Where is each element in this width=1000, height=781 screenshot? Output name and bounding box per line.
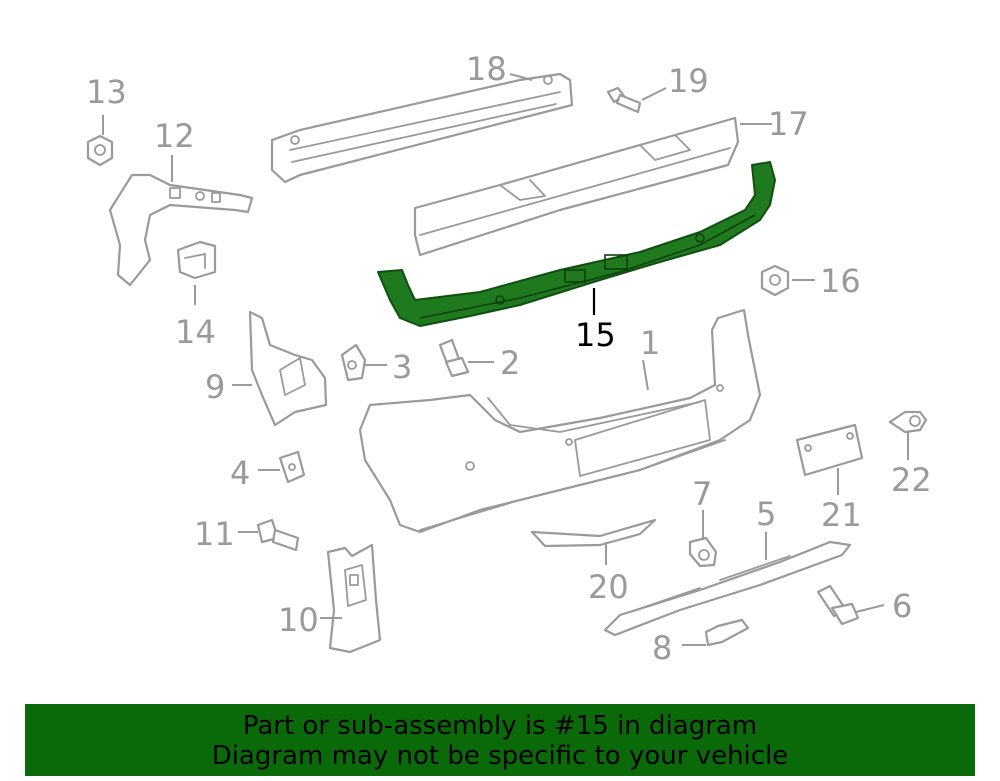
callout-22: 22 xyxy=(891,461,932,499)
part-12-side-bracket[interactable] xyxy=(108,173,254,287)
callout-19: 19 xyxy=(668,62,709,100)
callout-12: 12 xyxy=(154,117,195,155)
part-7-clip[interactable] xyxy=(688,536,718,568)
part-17-energy-absorber[interactable] xyxy=(413,116,740,257)
callout-18: 18 xyxy=(466,50,507,88)
callout-17: 17 xyxy=(768,105,809,143)
part-14-clip[interactable] xyxy=(176,240,217,280)
part-19-bolt[interactable] xyxy=(606,86,642,114)
callout-10: 10 xyxy=(278,601,319,639)
banner-line-2: Diagram may not be specific to your vehi… xyxy=(211,741,789,771)
part-21-plate-bracket[interactable] xyxy=(795,423,864,477)
callout-2: 2 xyxy=(500,344,520,382)
part-20-trim-strip[interactable] xyxy=(530,518,657,548)
part-10-lower-bracket[interactable] xyxy=(326,543,382,654)
parts-diagram: 1 2 3 4 5 6 7 8 9 10 11 12 13 14 15 16 1… xyxy=(86,50,932,667)
callout-8: 8 xyxy=(652,629,672,667)
callout-15: 15 xyxy=(575,316,616,354)
part-1-bumper-cover[interactable] xyxy=(358,308,762,534)
callout-14: 14 xyxy=(175,313,216,351)
leader-lines xyxy=(102,73,909,646)
callout-4: 4 xyxy=(230,454,250,492)
part-4-bracket[interactable] xyxy=(278,450,306,484)
info-banner: Part or sub-assembly is #15 in diagram D… xyxy=(25,704,975,776)
callout-5: 5 xyxy=(756,495,776,533)
callout-6: 6 xyxy=(892,587,912,625)
callout-3: 3 xyxy=(392,348,412,386)
part-18-impact-bar[interactable] xyxy=(270,72,574,184)
callout-21: 21 xyxy=(821,496,862,534)
part-3-retainer[interactable] xyxy=(340,343,367,382)
part-6-bolt[interactable] xyxy=(816,584,860,626)
part-13-nut[interactable] xyxy=(86,134,114,167)
callout-13: 13 xyxy=(86,73,127,111)
part-16-nut[interactable] xyxy=(760,264,790,297)
callout-16: 16 xyxy=(820,262,861,300)
callout-20: 20 xyxy=(588,568,629,606)
part-2-bolt[interactable] xyxy=(438,338,470,378)
callout-9: 9 xyxy=(205,368,225,406)
callout-1: 1 xyxy=(640,324,660,362)
part-8-clip[interactable] xyxy=(704,618,750,647)
part-22-sensor[interactable] xyxy=(888,410,928,434)
callout-labels: 1 2 3 4 5 6 7 8 9 10 11 12 13 14 15 16 1… xyxy=(86,50,932,667)
part-15-bumper-reinforcement[interactable] xyxy=(377,161,776,327)
callout-11: 11 xyxy=(194,515,235,553)
callout-7: 7 xyxy=(692,475,712,513)
banner-line-1: Part or sub-assembly is #15 in diagram xyxy=(242,711,758,741)
part-5-lower-valance[interactable] xyxy=(603,540,852,637)
part-9-mud-guard[interactable] xyxy=(248,310,328,427)
part-11-bolt[interactable] xyxy=(256,518,300,552)
